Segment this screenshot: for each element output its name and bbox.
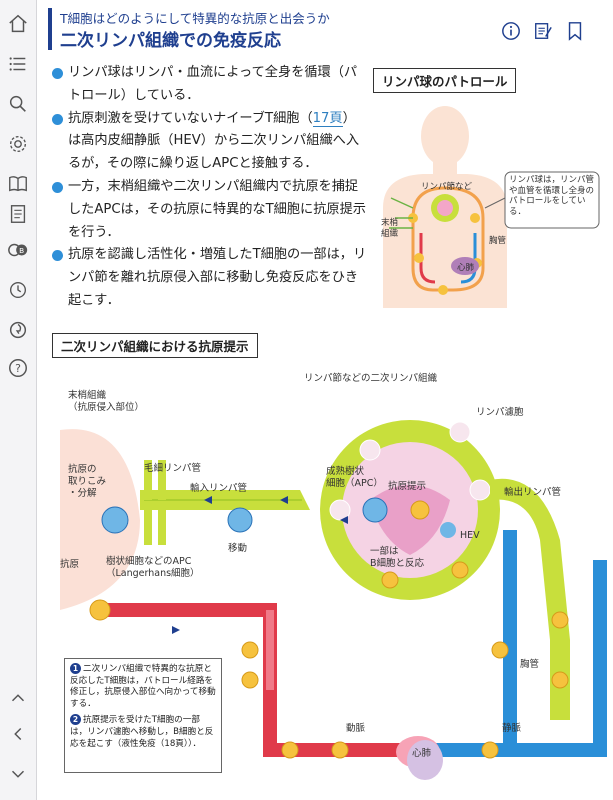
- antigen-presentation-diagram: リンパ節などの二次リンパ組織 末梢組織 （抗原侵入部位） 抗原の 取りこみ ・分…: [40, 360, 610, 795]
- capillary-label: 毛細リンパ管: [144, 463, 202, 474]
- section-title: 二次リンパ組織における抗原提示: [52, 333, 258, 358]
- heart-label: 心肺: [412, 748, 432, 759]
- bullet-text: 一方，末梢組織や二次リンパ組織内で抗原を捕捉したAPCは，その抗原に特異的なT細…: [68, 178, 366, 240]
- history-icon[interactable]: [6, 278, 30, 302]
- sync-icon[interactable]: [6, 318, 30, 342]
- page-title: 二次リンパ組織での免疫反応: [60, 31, 281, 51]
- patrol-heart-label: 心肺: [457, 263, 475, 273]
- sidebar: B ?: [0, 0, 37, 800]
- hev-label: HEV: [460, 530, 480, 541]
- info-icon[interactable]: [500, 20, 522, 42]
- svg-text:?: ?: [15, 362, 21, 375]
- afferent-label: 輸入リンパ管: [190, 483, 248, 494]
- legend-text: 抗原提示を受けたT細胞の一部は，リンパ濾胞へ移動し，B細胞と反応を起こす（液性免…: [70, 715, 214, 749]
- down-icon[interactable]: [6, 762, 30, 786]
- home-icon[interactable]: [6, 12, 30, 36]
- patrol-body-illustration: [383, 106, 600, 308]
- bookmark-icon[interactable]: [564, 20, 586, 42]
- duct-label: 胸管: [520, 659, 540, 670]
- bullet-item: 抗原を認識し活性化・増殖したT細胞の一部は，リンパ節を離れ抗原侵入部に移動し免疫…: [50, 244, 368, 312]
- up-icon[interactable]: [6, 686, 30, 710]
- quiz-icon[interactable]: B: [6, 238, 30, 262]
- patrol-figure: リンパ球のパトロール リンパ節など リンパ球は，リンパ管や血管を循環し全身のパト…: [373, 68, 605, 308]
- notes-icon[interactable]: [6, 202, 30, 226]
- help-icon[interactable]: ?: [6, 356, 30, 380]
- bullet-dot: [52, 113, 63, 125]
- patrol-callout-text: リンパ球は，リンパ管や血管を循環し全身のパトロールをしている．: [509, 175, 595, 217]
- peripheral-label: 末梢組織 （抗原侵入部位）: [68, 390, 145, 413]
- page-header: T細胞はどのようにして特異的な抗原と出会うか 二次リンパ組織での免疫反応: [48, 6, 600, 54]
- page-reference-link[interactable]: 17頁: [312, 110, 343, 127]
- bullet-dot: [52, 68, 63, 79]
- patrol-title: リンパ球のパトロール: [373, 68, 517, 93]
- bullet-text: 抗原刺激を受けていないナイーブT細胞（: [68, 110, 313, 126]
- presentation-label: 抗原提示: [388, 481, 427, 492]
- antigen-label: 抗原: [60, 559, 80, 570]
- mature-dc-label: 成熟樹状 細胞（APC）: [326, 466, 383, 489]
- bullet-list: リンパ球はリンパ・血流によって全身を循環（パトロール）している． 抗原刺激を受け…: [50, 62, 368, 313]
- dc-label: 樹状細胞などのAPC （Langerhans細胞）: [106, 556, 200, 579]
- bullet-text: リンパ球はリンパ・血流によって全身を循環（パトロール）している．: [68, 65, 358, 103]
- patrol-duct-label: 胸管: [489, 236, 507, 246]
- patrol-node-label: リンパ節など: [421, 182, 473, 192]
- bullet-dot: [52, 250, 63, 262]
- diagram-illustration: [60, 420, 607, 780]
- capture-label: 抗原の 取りこみ ・分解: [68, 464, 107, 499]
- bullet-item: リンパ球はリンパ・血流によって全身を循環（パトロール）している．: [50, 62, 368, 108]
- efferent-label: 輸出リンパ管: [504, 487, 562, 498]
- legend-text: 二次リンパ組織で特異的な抗原と反応したT細胞は，パトロール経路を修正し，抗原侵入…: [70, 664, 216, 709]
- bcell-label: 一部は B細胞と反応: [370, 546, 425, 569]
- bullet-text: ）は高内皮細静脈（HEV）から二次リンパ組織へ入るが，その際に繰り返しAPCと接…: [68, 110, 360, 172]
- header-accent-bar: [48, 8, 52, 50]
- follicle-label: リンパ濾胞: [476, 407, 524, 418]
- search-icon[interactable]: [6, 92, 30, 116]
- gear-icon[interactable]: [6, 132, 30, 156]
- migration-label: 移動: [228, 543, 248, 554]
- header-tools: [500, 20, 586, 42]
- book-icon[interactable]: [6, 172, 30, 196]
- bullet-item: 一方，末梢組織や二次リンパ組織内で抗原を捕捉したAPCは，その抗原に特異的なT細…: [50, 176, 368, 244]
- legend-number-1: 1: [70, 663, 81, 674]
- back-icon[interactable]: [6, 722, 30, 746]
- vein-label: 静脈: [502, 723, 522, 734]
- svg-text:B: B: [19, 246, 24, 255]
- bullet-item: 抗原刺激を受けていないナイーブT細胞（17頁）は高内皮細静脈（HEV）から二次リ…: [50, 108, 368, 176]
- artery-label: 動脈: [346, 723, 366, 734]
- legend-number-2: 2: [70, 714, 81, 726]
- page-subtitle: T細胞はどのようにして特異的な抗原と出会うか: [60, 11, 330, 26]
- node-title: リンパ節などの二次リンパ組織: [304, 373, 438, 384]
- list-icon[interactable]: [6, 52, 30, 76]
- memo-icon[interactable]: [532, 20, 554, 42]
- bullet-dot: [52, 181, 63, 193]
- patrol-peripheral-label: 末梢組織: [381, 218, 399, 239]
- bullet-text: 抗原を認識し活性化・増殖したT細胞の一部は，リンパ節を離れ抗原侵入部に移動し免疫…: [68, 247, 367, 308]
